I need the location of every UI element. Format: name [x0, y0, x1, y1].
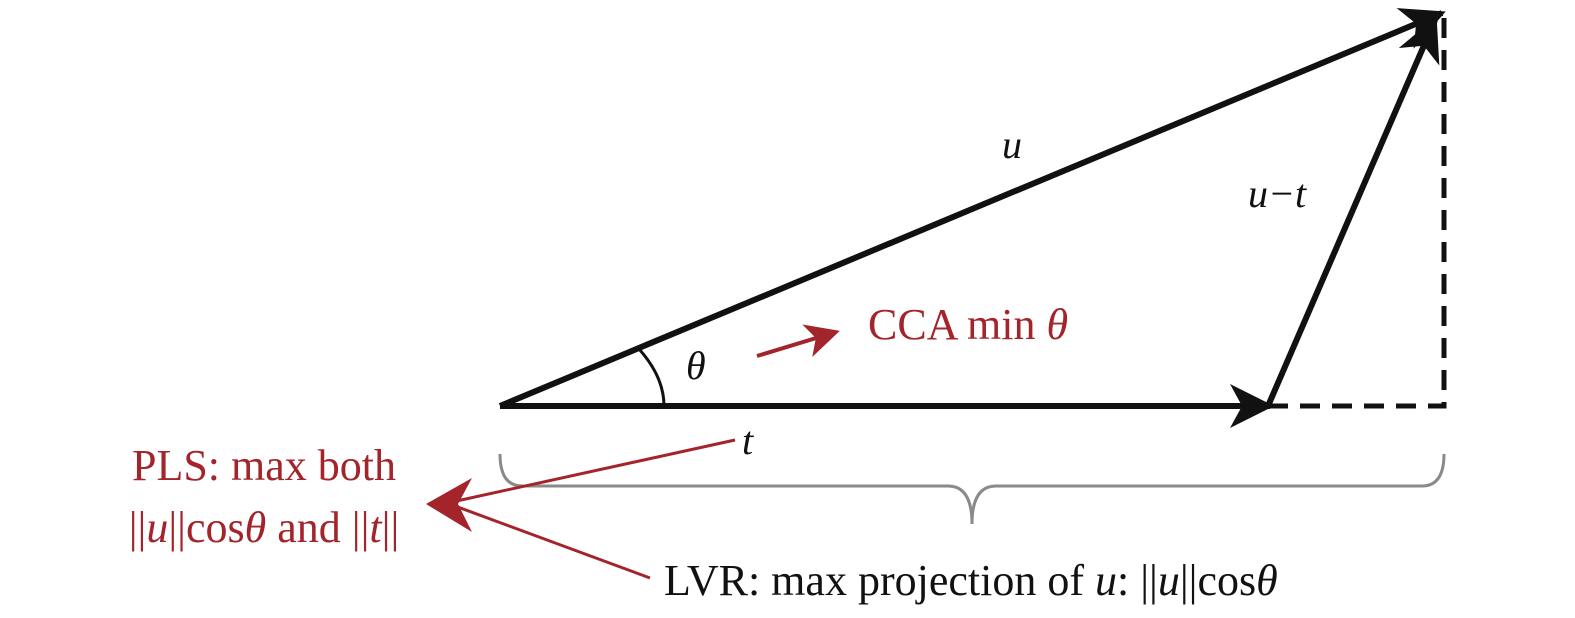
label-u: u	[1002, 122, 1022, 167]
vector-u	[498, 8, 1446, 409]
pls-arrowhead-icon	[426, 478, 472, 532]
pls-annotation-line1: PLS: max both	[132, 441, 396, 490]
label-theta: θ	[686, 343, 706, 388]
pls-pointer-line-from-t	[451, 438, 736, 504]
theta-angle-arc	[637, 348, 666, 407]
projection-dashed-line	[1268, 12, 1447, 409]
label-t: t	[742, 418, 754, 463]
pls-pointer-line-from-lvr	[454, 504, 651, 580]
pls-annotation-line2: ||u||cosθ and ||t||	[129, 503, 400, 552]
cca-annotation: CCA min θ	[868, 300, 1068, 349]
cca-arrow	[756, 324, 840, 358]
projection-brace	[498, 453, 1446, 525]
vector-u-minus-t	[1265, 16, 1440, 408]
lvr-annotation: LVR: max projection of u: ||u||cosθ	[664, 556, 1278, 605]
label-u-minus-t: u−t	[1248, 171, 1307, 216]
